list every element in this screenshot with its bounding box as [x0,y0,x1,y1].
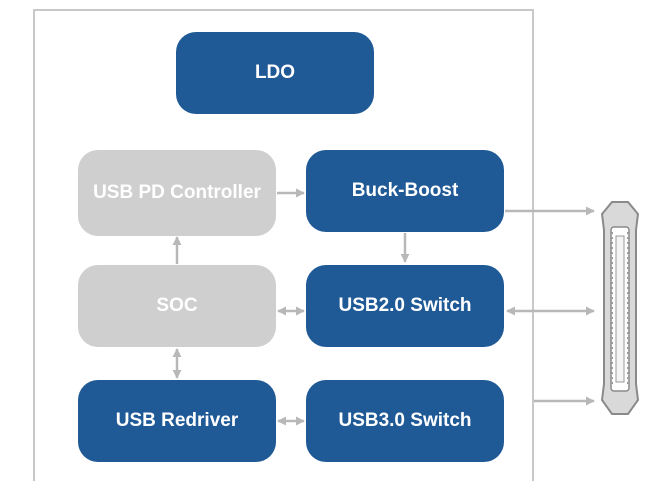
usb-redriver-block: USB Redriver [78,380,276,462]
soc-block: SOC [78,265,276,347]
arrows [172,188,595,426]
ldo-block: LDO [176,32,374,114]
usb-pd-controller-block: USB PD Controller [78,150,276,236]
buck-boost-block: Buck-Boost [306,150,504,232]
board-frame [33,9,534,481]
usb-type-c-connector-icon [600,201,640,415]
usb2-switch-block: USB2.0 Switch [306,265,504,347]
usb3-switch-block: USB3.0 Switch [306,380,504,462]
